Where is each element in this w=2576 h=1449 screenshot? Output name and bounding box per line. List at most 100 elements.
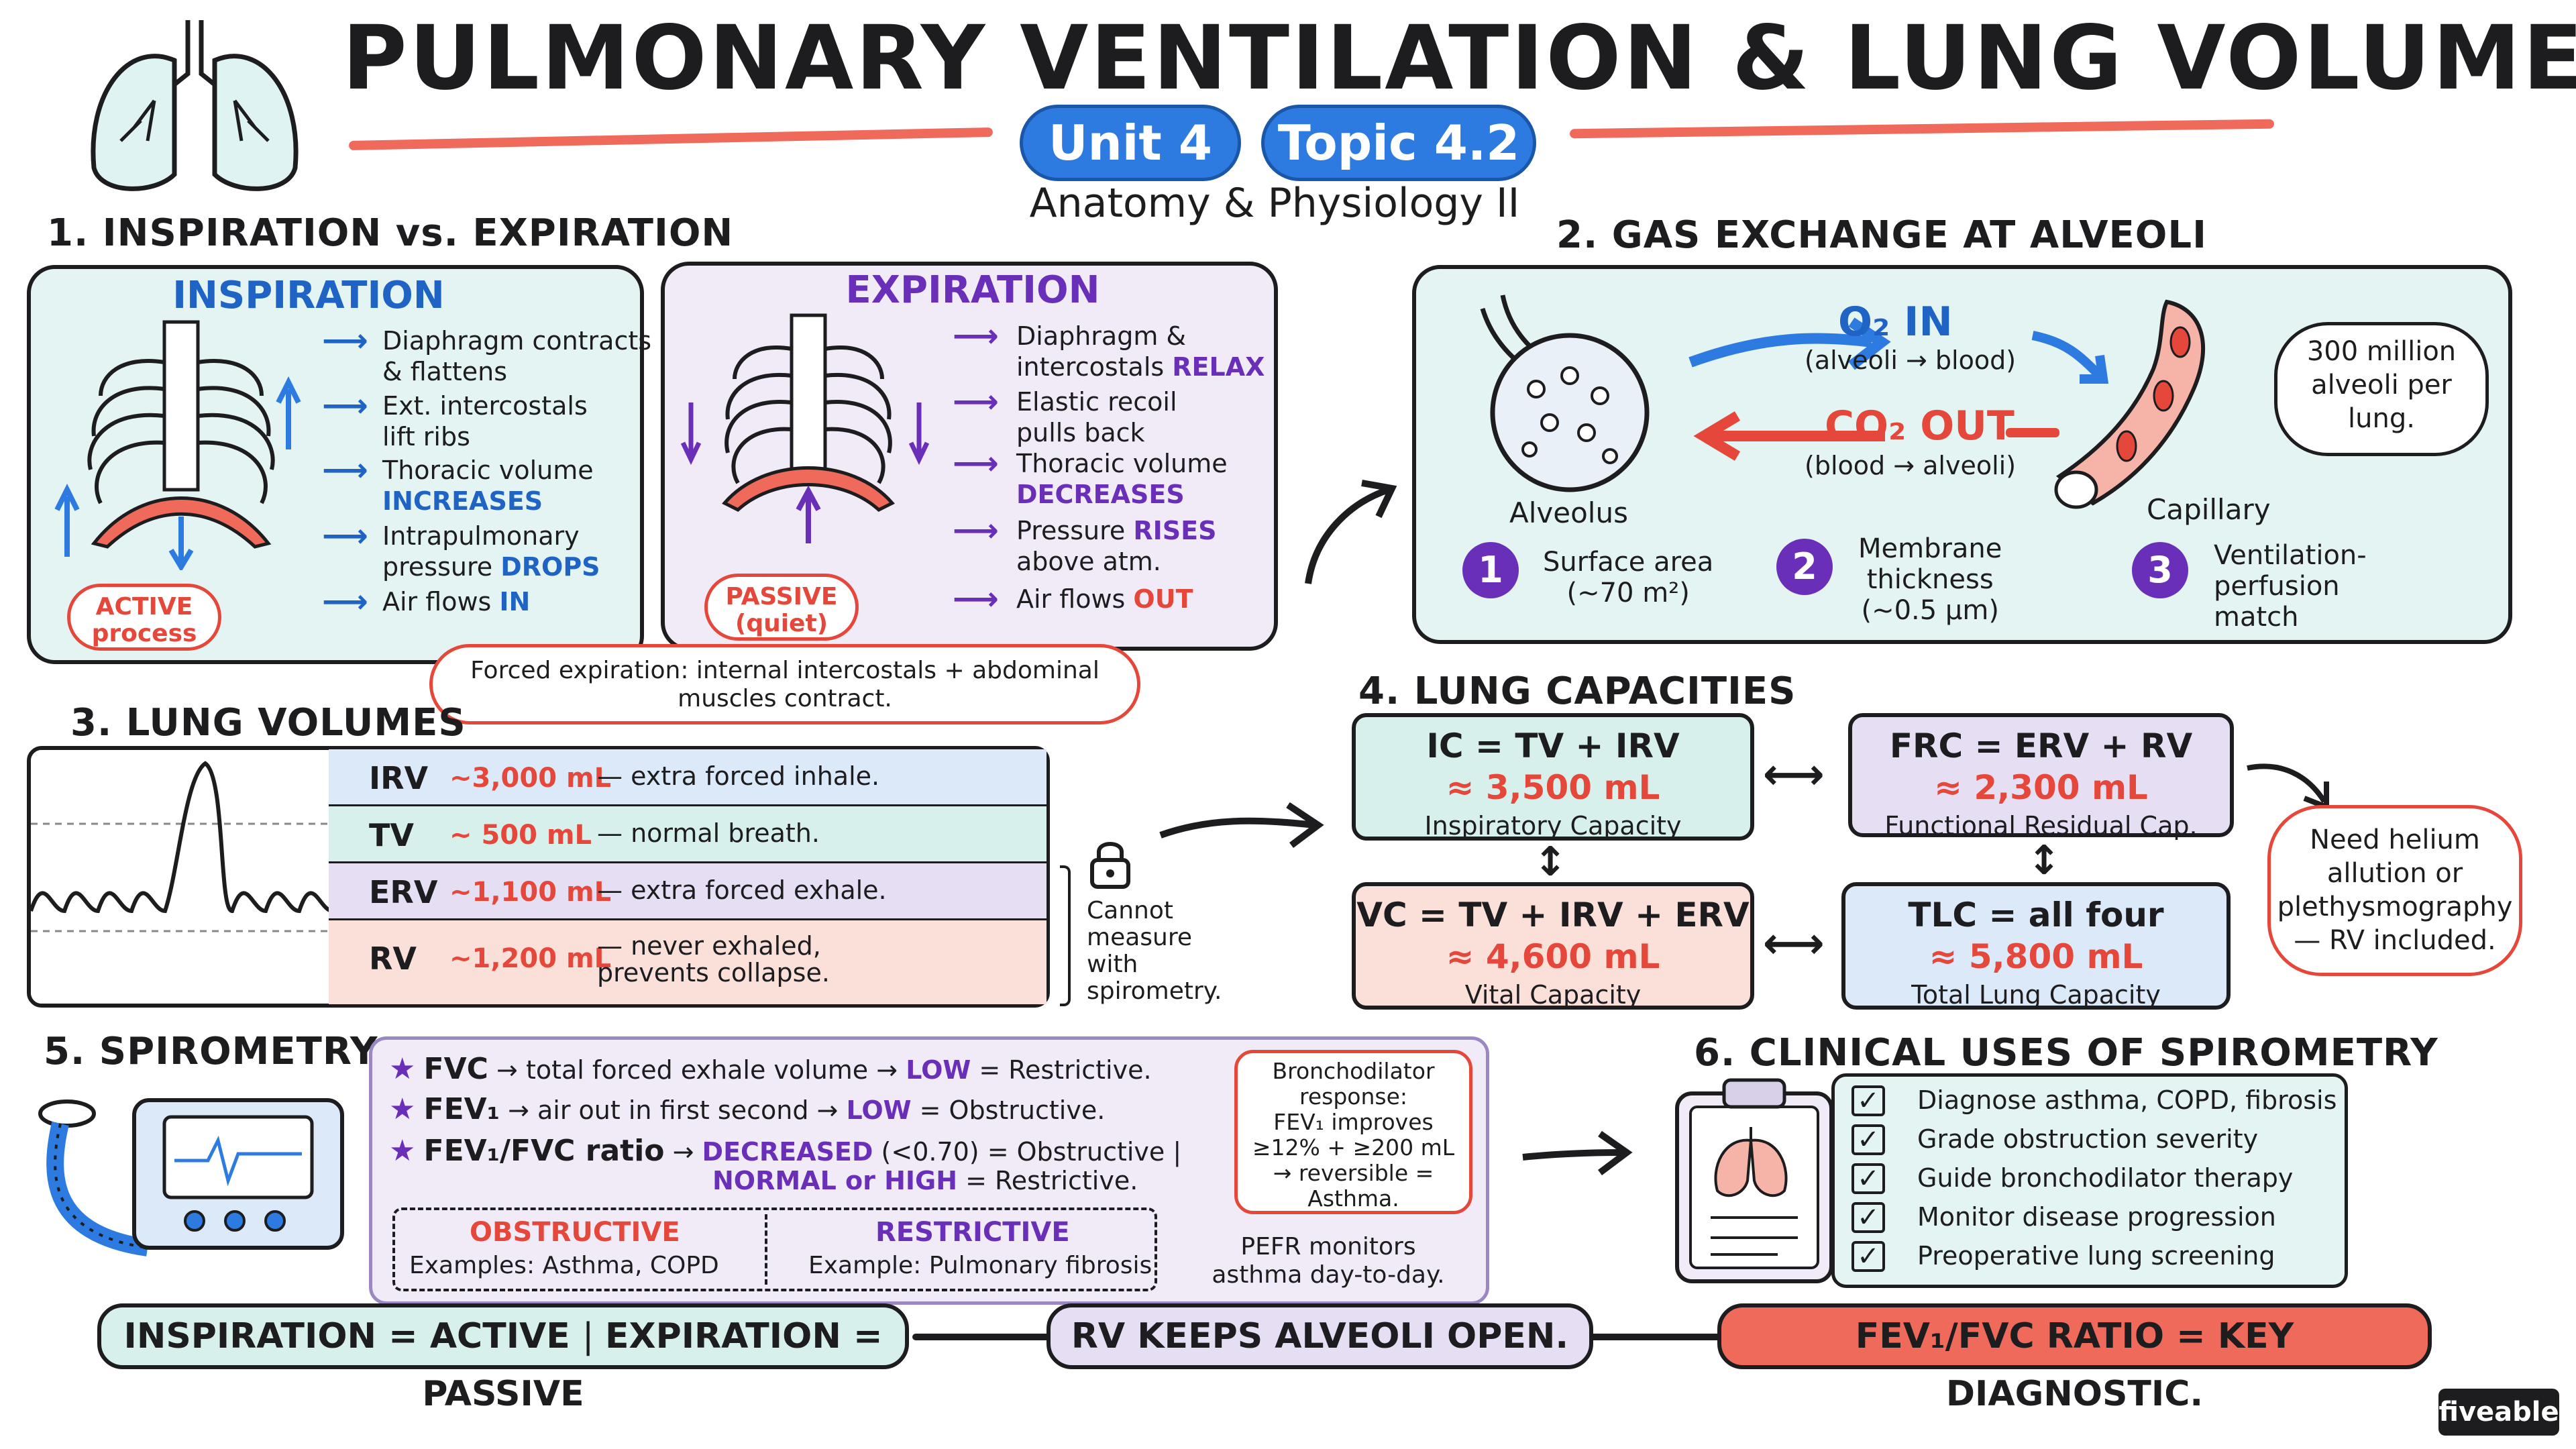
volume-row-rv: RV~1,200 mL— never exhaled, prevents col… xyxy=(329,920,1046,1004)
checkbox-icon: ✓ xyxy=(1851,1241,1885,1272)
frc-name: Functional Residual Cap. xyxy=(1884,811,2198,841)
obstructive-title: OBSTRUCTIVE xyxy=(470,1217,680,1248)
arrow-icon: ⟶ xyxy=(953,383,999,421)
page-title: PULMONARY VENTILATION & LUNG VOLUMES xyxy=(342,7,2576,110)
arrow-icon: ⟶ xyxy=(322,322,368,360)
exp-item-3: Thoracic volume DECREASES xyxy=(1016,449,1228,509)
spiro-dashed-divider xyxy=(765,1214,767,1285)
checkbox-icon: ✓ xyxy=(1851,1085,1885,1116)
alveoli-count-thought: 300 million alveoli per lung. xyxy=(2274,322,2489,456)
vertical-double-arrow-icon: ↕ xyxy=(2027,837,2061,884)
insp-item-1: Diaphragm contracts & flattens xyxy=(382,326,652,386)
arrow-icon: ⟶ xyxy=(953,317,999,355)
clipboard-icon xyxy=(1670,1073,1838,1288)
section2-heading: 2. GAS EXCHANGE AT ALVEOLI xyxy=(1556,213,2207,257)
factor-number-3: 3 xyxy=(2132,542,2188,598)
vc-value: ≈ 4,600 mL xyxy=(1446,937,1660,976)
expiration-title: EXPIRATION xyxy=(845,268,1100,312)
ic-value: ≈ 3,500 mL xyxy=(1446,768,1660,807)
capillary-icon xyxy=(2046,288,2234,517)
rv-bracket xyxy=(1060,865,1071,1006)
arrow-icon: ⟶ xyxy=(953,580,999,618)
factor-1-text: Surface area (~70 m²) xyxy=(1543,547,1714,608)
active-process-badge: ACTIVE process xyxy=(67,584,221,651)
section4-heading: 4. LUNG CAPACITIES xyxy=(1358,669,1796,713)
inspiration-title: INSPIRATION xyxy=(172,274,445,317)
capacity-tlc: TLC = all four ≈ 5,800 mL Total Lung Cap… xyxy=(1841,882,2231,1010)
lock-icon xyxy=(1087,837,1134,891)
exp-item-2: Elastic recoil pulls back xyxy=(1016,387,1177,447)
checkbox-icon: ✓ xyxy=(1851,1124,1885,1155)
volumes-to-capacities-arrow xyxy=(1154,798,1328,852)
co2-line xyxy=(2006,428,2059,437)
lock-note: Cannot measure with spirometry. xyxy=(1087,897,1222,1005)
clinical-use-4: Monitor disease progression xyxy=(1917,1202,2276,1232)
vc-name: Vital Capacity xyxy=(1464,980,1642,1010)
spiro-line-2: ★ FEV₁ → air out in first second → LOW =… xyxy=(389,1092,1106,1126)
volume-row-erv: ERV~1,100 mL— extra forced exhale. xyxy=(329,863,1046,920)
exp-item-1: Diaphragm & intercostals RELAX xyxy=(1016,321,1265,382)
passive-badge: PASSIVE (quiet) xyxy=(704,574,859,641)
star-icon: ★ xyxy=(389,1052,416,1086)
factor-number-2: 2 xyxy=(1776,539,1833,595)
checkbox-icon: ✓ xyxy=(1851,1202,1885,1233)
capacity-ic: IC = TV + IRV ≈ 3,500 mL Inspiratory Cap… xyxy=(1352,713,1754,841)
section6-heading: 6. CLINICAL USES OF SPIROMETRY xyxy=(1694,1031,2438,1075)
vc-formula: VC = TV + IRV + ERV xyxy=(1356,896,1750,934)
ribcage-icon xyxy=(40,315,322,572)
capillary-label: Capillary xyxy=(2147,493,2271,526)
spiro-line-1: ★ FVC → total forced exhale volume → LOW… xyxy=(389,1052,1152,1086)
double-arrow-icon: ⟷ xyxy=(1763,750,1825,800)
title-underline-right xyxy=(1569,119,2275,139)
clinical-use-5: Preoperative lung screening xyxy=(1917,1241,2275,1271)
co2-direction: (blood → alveoli) xyxy=(1805,451,2017,480)
forced-expiration-note: Forced expiration: internal intercostals… xyxy=(429,644,1140,724)
alveolus-icon xyxy=(1462,288,1684,496)
lung-volumes-panel xyxy=(27,746,1050,1008)
capacity-frc: FRC = ERV + RV ≈ 2,300 mL Functional Res… xyxy=(1848,713,2234,841)
alveolus-label: Alveolus xyxy=(1509,496,1628,529)
spiro-to-clinical-arrow xyxy=(1516,1127,1637,1181)
insp-item-4: Intrapulmonary pressure DROPS xyxy=(382,521,600,582)
arrow-icon: ⟶ xyxy=(322,387,368,425)
factor-2-text: Membrane thickness (~0.5 μm) xyxy=(1858,533,2002,626)
clinical-use-3: Guide bronchodilator therapy xyxy=(1917,1163,2294,1193)
pefr-note: PEFR monitors asthma day-to-day. xyxy=(1212,1233,1445,1289)
spiro-dashed-box xyxy=(392,1208,1157,1291)
banner-fev-ratio: FEV₁/FVC RATIO = KEY DIAGNOSTIC. xyxy=(1717,1303,2432,1414)
star-icon: ★ xyxy=(389,1134,416,1168)
checkbox-icon: ✓ xyxy=(1851,1163,1885,1194)
ic-name: Inspiratory Capacity xyxy=(1424,811,1682,841)
factor-3-text: Ventilation- perfusion match xyxy=(2214,540,2367,633)
fiveable-logo: fiveable xyxy=(2438,1389,2559,1436)
section5-heading: 5. SPIROMETRY xyxy=(44,1030,378,1073)
arrow-icon: ⟶ xyxy=(953,445,999,482)
o2-arrow-icon xyxy=(1684,309,2120,389)
insp-item-5: Air flows IN xyxy=(382,587,531,616)
capacity-vc: VC = TV + IRV + ERV ≈ 4,600 mL Vital Cap… xyxy=(1352,882,1754,1010)
spirogram xyxy=(31,750,333,1004)
banner-separator: | xyxy=(582,1316,605,1356)
clinical-use-2: Grade obstruction severity xyxy=(1917,1124,2259,1154)
double-arrow-icon: ⟷ xyxy=(1763,919,1825,969)
vertical-double-arrow-icon: ↕ xyxy=(1534,839,1568,885)
course-subtitle: Anatomy & Physiology II xyxy=(1029,180,1520,227)
frc-formula: FRC = ERV + RV xyxy=(1889,727,2193,765)
volume-row-irv: IRV~3,000 mL— extra forced inhale. xyxy=(329,749,1046,806)
co2-arrow-icon xyxy=(1684,409,1898,463)
ribcage-icon xyxy=(671,309,953,557)
tlc-formula: TLC = all four xyxy=(1908,896,2164,934)
curved-arrow-icon xyxy=(1295,470,1409,597)
restrictive-title: RESTRICTIVE xyxy=(875,1217,1070,1248)
frc-value: ≈ 2,300 mL xyxy=(1934,768,2148,807)
section3-heading: 3. LUNG VOLUMES xyxy=(70,701,466,745)
clinical-use-1: Diagnose asthma, COPD, fibrosis xyxy=(1917,1085,2337,1115)
restrictive-examples: Example: Pulmonary fibrosis xyxy=(808,1252,1152,1279)
volume-row-tv: TV~ 500 mL— normal breath. xyxy=(329,806,1046,863)
spirometer-icon xyxy=(34,1080,356,1275)
factor-number-1: 1 xyxy=(1462,542,1519,598)
obstructive-examples: Examples: Asthma, COPD xyxy=(409,1252,719,1279)
lungs-icon xyxy=(74,13,315,201)
bronchodilator-note: Bronchodilator response: FEV₁ improves ≥… xyxy=(1234,1050,1472,1214)
exp-item-4: Pressure RISES above atm. xyxy=(1016,516,1217,576)
